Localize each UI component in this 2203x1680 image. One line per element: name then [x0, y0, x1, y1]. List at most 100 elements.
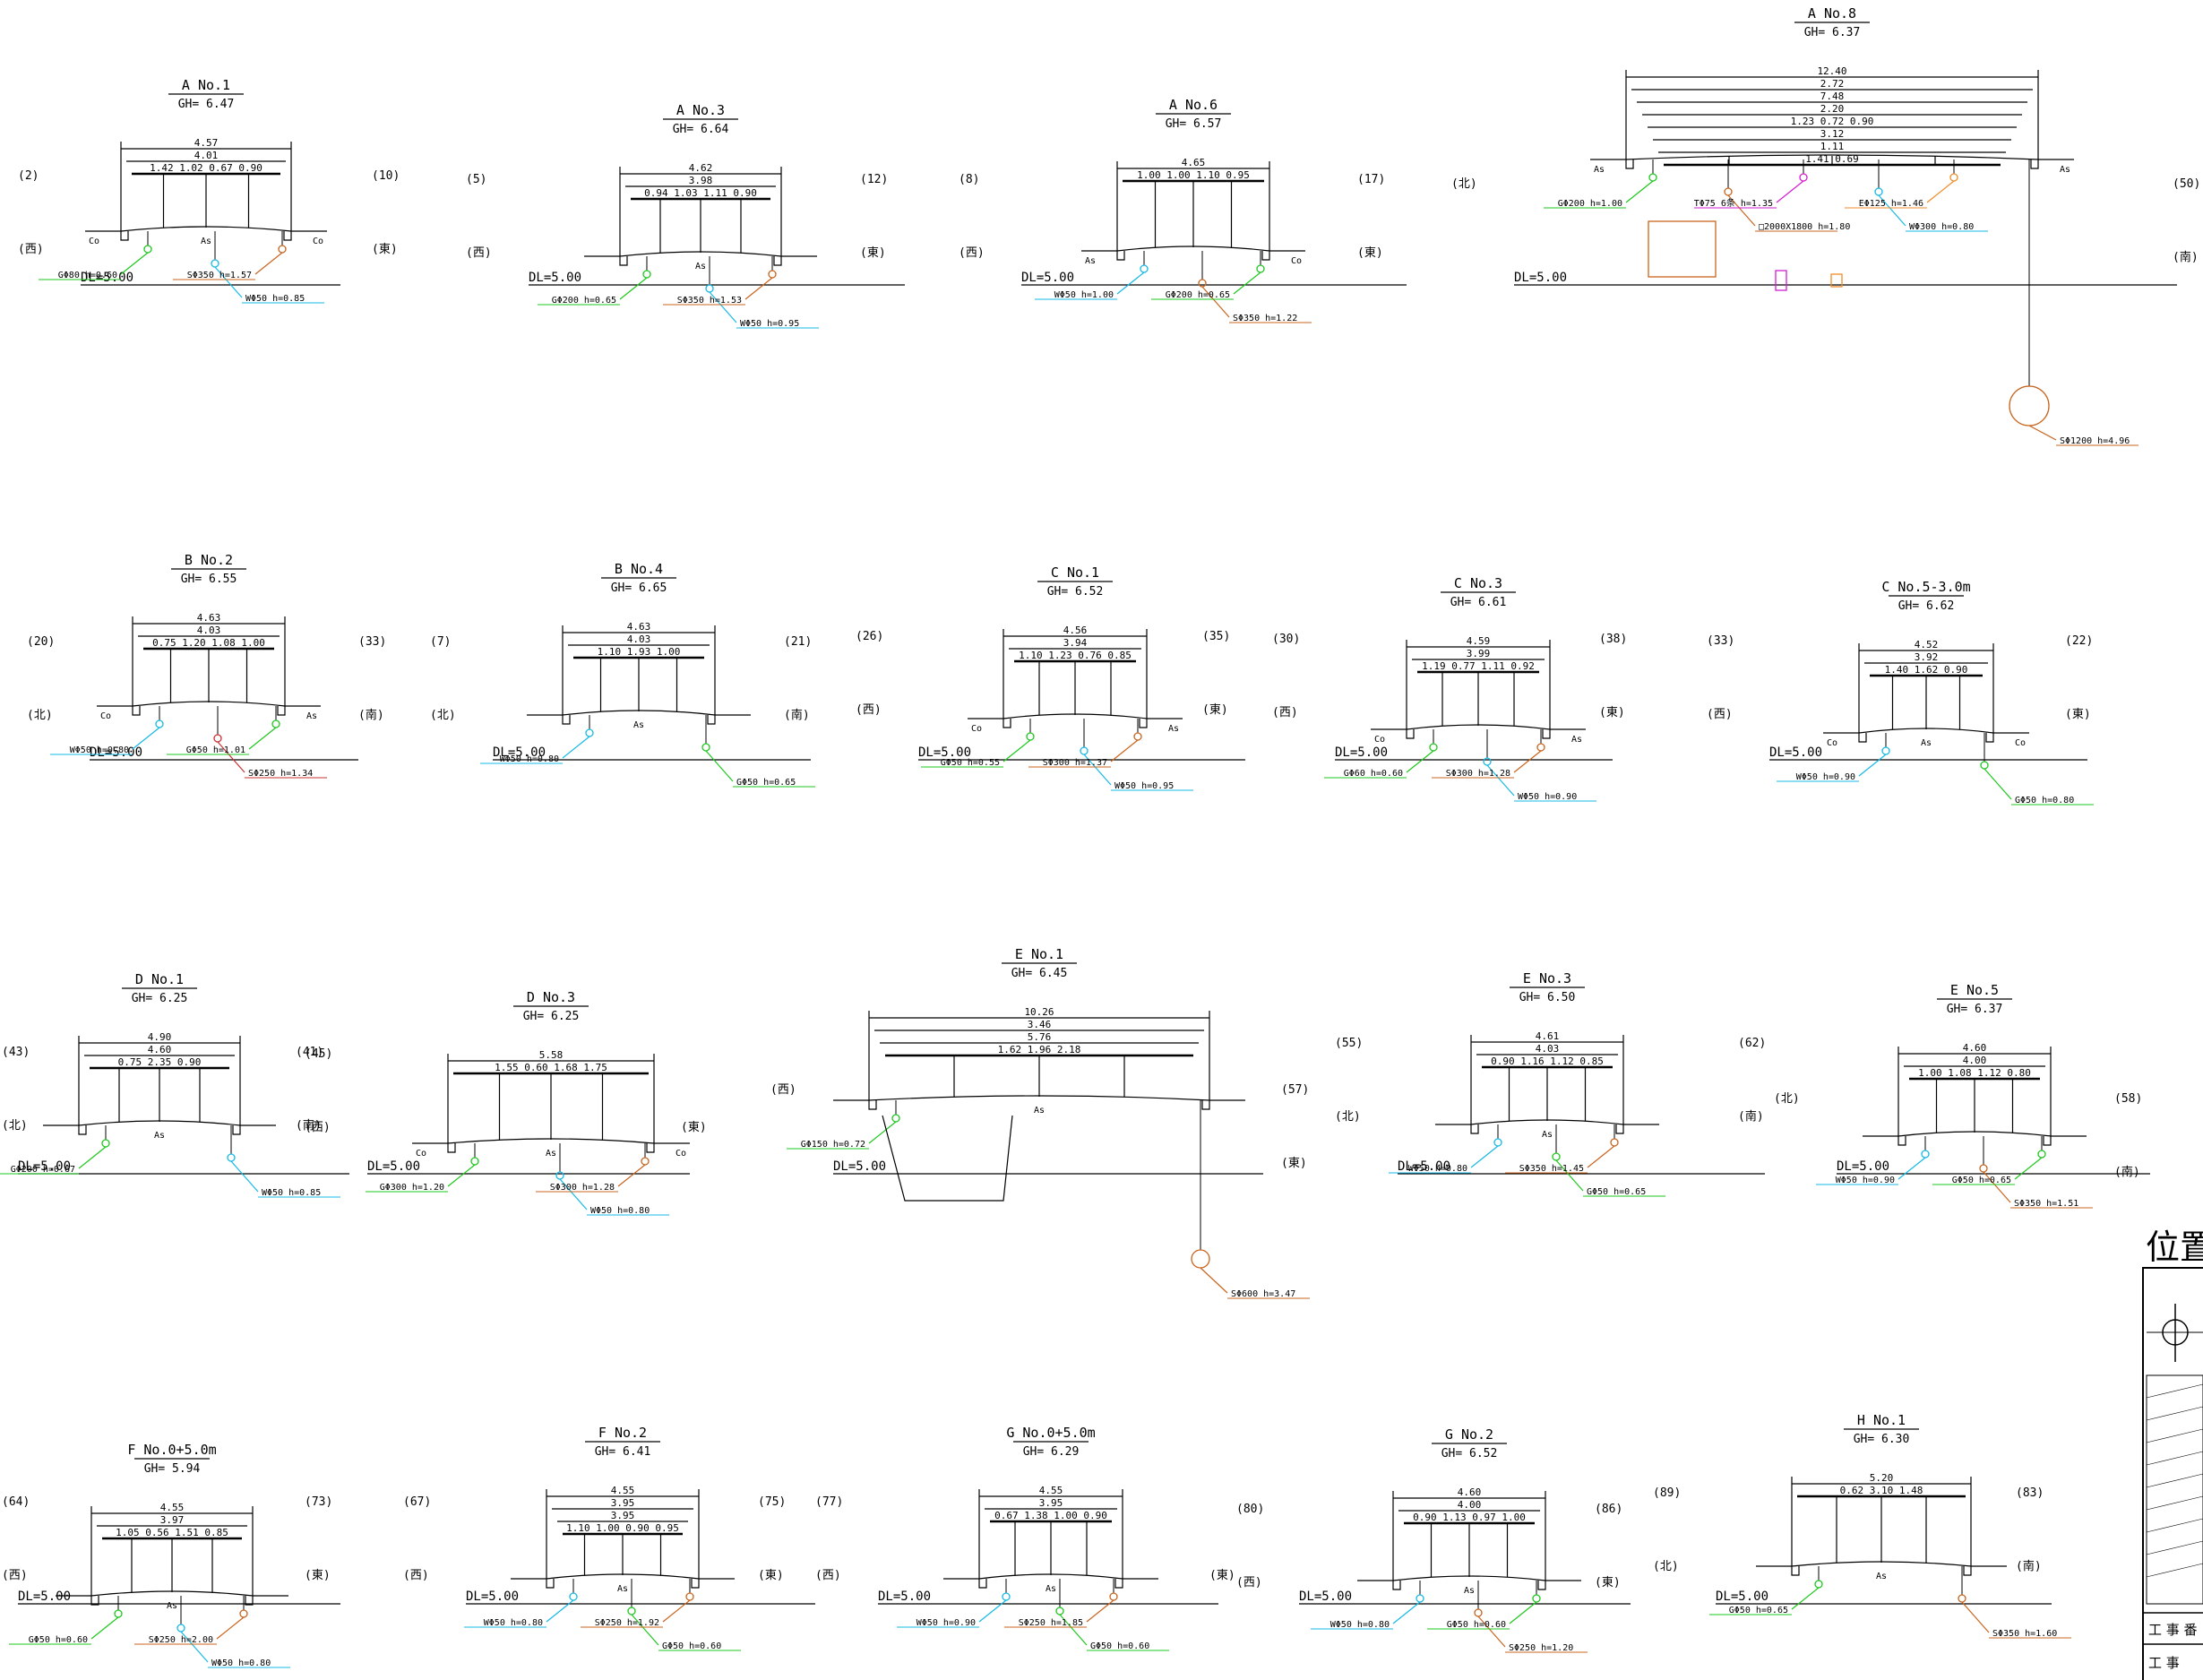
pipe-icon: [705, 284, 714, 293]
datum-label: DL=5.00: [529, 271, 581, 285]
pipe-icon: [470, 1157, 479, 1166]
pipe-label: □2000X1800 h=1.80: [1759, 222, 1850, 232]
curb-left: [1003, 719, 1011, 728]
ground-height: GH= 6.47: [178, 98, 235, 111]
curb-left: [1858, 733, 1867, 743]
direction-right: (南): [358, 708, 384, 722]
ground-height: GH= 6.61: [1450, 596, 1507, 609]
ground-height: GH= 5.94: [144, 1462, 201, 1476]
road-surface: [43, 1120, 276, 1126]
pipe-label: SΦ1200 h=4.96: [2060, 436, 2130, 446]
pipe-icon: [143, 245, 152, 254]
direction-right: (東): [1209, 1568, 1235, 1582]
road-surface: [1357, 1575, 1581, 1581]
direction-right: (東): [1281, 1156, 1307, 1170]
datum-label: DL=5.00: [1837, 1159, 1889, 1174]
section-e-no-5: E No.5GH= 6.37(北)(58)(南)4.604.001.00 1.0…: [1774, 982, 2150, 1209]
dimension-label: 0.75 2.35 0.90: [118, 1056, 202, 1068]
pipe-label: SΦ300 h=1.28: [1446, 769, 1510, 779]
pipe-leader: [1392, 1601, 1421, 1624]
curb-left: [978, 1579, 987, 1589]
station-left: (5): [466, 173, 486, 186]
pipe-leader: [1898, 1157, 1926, 1180]
curb-left: [619, 256, 628, 266]
pipe-icon: [271, 719, 280, 728]
datum-label: DL=5.00: [918, 745, 971, 760]
pipe-leader: [868, 1121, 897, 1144]
ground-height: GH= 6.37: [1804, 26, 1861, 39]
curb-left: [447, 1143, 456, 1153]
dimension-label: 1.10 1.00 0.90 0.95: [566, 1522, 679, 1534]
material-label: Co: [1374, 735, 1385, 745]
material-label: As: [617, 1584, 628, 1594]
pipe-icon: [213, 734, 222, 743]
direction-right: (東): [305, 1568, 331, 1582]
pipe-label: WΦ50 h=0.90: [1796, 772, 1855, 782]
legend-frame: [2142, 1267, 2203, 1680]
pipe-label: WΦ50 h=0.80: [590, 1206, 650, 1216]
dimension-label: 4.00: [1458, 1499, 1482, 1511]
curb-left: [1898, 1136, 1906, 1146]
section-title: G No.2: [1445, 1426, 1493, 1443]
material-label: As: [695, 262, 706, 271]
curb-left: [1625, 159, 1634, 169]
ground-height: GH= 6.55: [181, 573, 237, 586]
section-title: D No.1: [135, 971, 184, 987]
dimension-label: 4.63: [627, 621, 651, 633]
pipe-icon: [2009, 385, 2050, 426]
direction-right: (東): [1357, 246, 1383, 260]
dimension-label: 3.97: [160, 1514, 185, 1526]
pipe-icon: [642, 270, 651, 279]
pipe-leader: [1201, 286, 1230, 318]
section-title: A No.8: [1808, 5, 1856, 22]
material-label: As: [546, 1149, 556, 1159]
pipe-leader: [230, 1160, 259, 1193]
curb-right: [1201, 1100, 1210, 1110]
datum-label: DL=5.00: [1716, 1590, 1768, 1604]
telecom-conduit-icon: [1775, 270, 1787, 291]
pipe-leader: [1983, 1171, 2011, 1203]
pipe-label: SΦ250 h=2.00: [149, 1635, 213, 1645]
pipe-icon: [1799, 173, 1808, 182]
pipe-icon: [1648, 173, 1657, 182]
pipe-label: GΦ50 h=0.65: [1952, 1176, 2011, 1185]
pipe-leader: [1791, 1587, 1820, 1610]
road-surface: [968, 713, 1183, 719]
pipe-icon: [1002, 1592, 1011, 1601]
dimension-label: 3.94: [1063, 637, 1088, 649]
pipe-icon: [685, 1592, 694, 1601]
pipe-label: WΦ50 h=0.90: [1518, 792, 1577, 802]
section-title: F No.2: [598, 1425, 647, 1441]
pipe-label: GΦ50 h=0.60: [29, 1635, 88, 1645]
curb-right: [1615, 1124, 1624, 1134]
curb-left: [1116, 251, 1125, 261]
dimension-label: 3.12: [1820, 128, 1845, 140]
pipe-label: SΦ350 h=1.51: [2014, 1199, 2078, 1209]
direction-right: (南): [2016, 1559, 2042, 1573]
dimension-label: 4.03: [627, 633, 651, 645]
pipe-label: GΦ200 h=0.67: [11, 1165, 75, 1175]
pipe-icon: [701, 743, 710, 752]
section-b-no-2: B No.2GH= 6.55(20)(33)(北)(南)4.634.030.75…: [27, 552, 386, 779]
direction-right: (東): [2065, 707, 2091, 721]
dimension-label: 5.20: [1870, 1472, 1894, 1484]
station-left: (北): [1774, 1092, 1800, 1106]
station-left: (89): [1653, 1486, 1681, 1500]
station-left: (30): [1272, 633, 1300, 646]
curb-left: [868, 1100, 877, 1110]
road-surface: [943, 1573, 1158, 1580]
curb-left: [1392, 1581, 1401, 1590]
ground-height: GH= 6.25: [523, 1010, 580, 1023]
pipe-icon: [278, 245, 287, 254]
map-street: [2146, 1563, 2203, 1578]
pipe-leader: [617, 1164, 646, 1187]
pipe-icon: [1133, 732, 1142, 741]
pipe-icon: [1474, 1608, 1483, 1617]
section-title: C No.1: [1051, 564, 1099, 581]
direction-left: (西): [815, 1569, 841, 1582]
road-surface: [85, 226, 327, 232]
pipe-leader: [248, 727, 277, 750]
curb-left: [562, 715, 571, 725]
